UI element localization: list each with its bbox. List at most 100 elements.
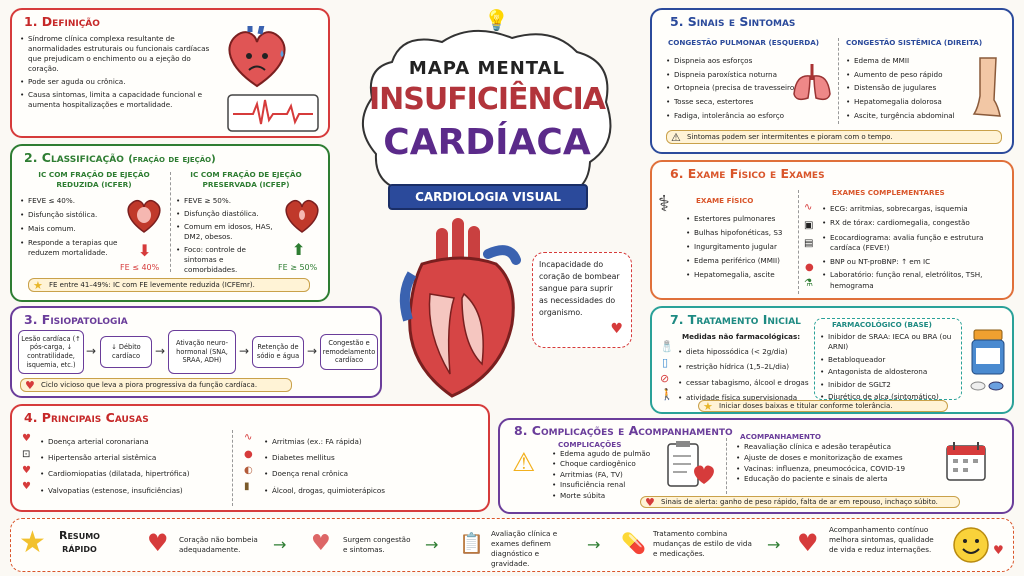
- subsection-head: Farmacológico (base): [832, 320, 932, 329]
- divider: [170, 172, 171, 272]
- water-glass-icon: ▯: [662, 356, 669, 369]
- list-item: Ecocardiograma: avalia função e estrutur…: [822, 233, 1010, 254]
- divider: [838, 38, 839, 124]
- glucose-icon: ●: [244, 449, 253, 460]
- clipboard-icon: 📋: [459, 531, 484, 555]
- list-item: Ortopneia (precisa de travesseiros): [666, 81, 801, 95]
- walking-icon: 🚶: [660, 388, 674, 401]
- list-item: Disfunção sistólica.: [20, 210, 122, 220]
- complications-list: Edema agudo de pulmão Choque cardiogênic…: [552, 449, 650, 502]
- subsection-head: Acompanhamento: [740, 432, 821, 441]
- list-item: Ingurgitamento jugular: [686, 240, 783, 254]
- header-line: reduzida (ICFER): [56, 180, 132, 190]
- ecg-monitor-icon: [227, 94, 319, 132]
- section-subtitle: (fração de ejeção): [128, 154, 216, 165]
- list-item: Aumento de peso rápido: [846, 68, 955, 82]
- arrow-right-icon: →: [767, 535, 781, 554]
- ribbon-text: CARDIOLOGIA VISUAL: [415, 190, 561, 204]
- section-tratamento: 7. Tratamento Inicial Medidas não farmac…: [650, 306, 1014, 414]
- section-classificacao: 2. Classificação (fração de ejeção) IC c…: [10, 144, 330, 302]
- subsection-head: Congestão pulmonar (esquerda): [668, 38, 820, 47]
- resumo-step: Acompanhamento contínuo melhora sintomas…: [829, 525, 934, 554]
- list-item: cessar tabagismo, álcool e drogas: [678, 375, 809, 391]
- note-box: ★FE entre 41–49%: IC com FE levemente re…: [28, 278, 310, 292]
- sad-heart-icon: [228, 26, 286, 88]
- kidney-icon: ◐: [244, 465, 253, 476]
- list-item: Disfunção diastólica.: [176, 209, 278, 219]
- title-line: Resumo: [59, 529, 100, 542]
- list-item: Foco: controle de sintomas e comorbidade…: [176, 245, 278, 275]
- sad-heart-icon: ♥: [147, 529, 169, 557]
- flow-step: ↓ Débito cardíaco: [100, 336, 152, 368]
- icfep-list: FEVE ≥ 50%. Disfunção diastólica. Comum …: [176, 196, 278, 275]
- list-item: Ajuste de doses e monitorização de exame…: [736, 453, 905, 464]
- ecg-icon: ∿: [244, 432, 253, 443]
- icfep-header: IC com fração de ejeçãopreservada (ICFEP…: [176, 170, 316, 190]
- list-item: Mais comum.: [20, 224, 122, 234]
- subsection-head: Congestão sistêmica (direita): [846, 38, 983, 47]
- list-item: Hepatomegalia, ascite: [686, 268, 783, 282]
- list-item: Doença renal crônica: [264, 466, 385, 482]
- blood-drop-icon: ●: [805, 262, 814, 273]
- resumo-step: Coração não bombeia adequadamente.: [179, 535, 258, 554]
- list-item: Responde a terapias que reduzem mortalid…: [20, 238, 122, 258]
- list-item: Edema de MMII: [846, 54, 955, 68]
- list-item: Diabetes mellitus: [264, 450, 385, 466]
- list-item: dieta hipossódica (< 2g/dia): [678, 344, 809, 360]
- heart-icon: ♥: [645, 496, 655, 509]
- list-item: Arritmias (ex.: FA rápida): [264, 434, 385, 450]
- title-line: rápido: [62, 542, 97, 556]
- note-text: Ciclo vicioso que leva a piora progressi…: [41, 381, 258, 389]
- heart-icon: ♥: [22, 433, 31, 444]
- fe-reduced-tag: FE ≤ 40%: [120, 263, 160, 272]
- divider: [726, 438, 727, 494]
- warning-icon: ⚠: [671, 131, 681, 144]
- resumo-step: Tratamento combina mudanças de estilo de…: [653, 529, 752, 558]
- calendar-icon: [946, 442, 986, 481]
- subsection-head: Complicações: [558, 440, 622, 449]
- caption-line: Incapacidade do: [539, 260, 604, 269]
- list-item: Síndrome clínica complexa resultante de …: [20, 34, 220, 74]
- subsection-head: Exame físico: [696, 196, 754, 205]
- list-item: Inibidor de SGLT2: [820, 380, 958, 391]
- causes-right-list: Arritmias (ex.: FA rápida) Diabetes mell…: [264, 434, 385, 499]
- valve-heart-icon: ♥: [22, 481, 31, 492]
- list-item: Valvopatias (estenose, insuficiências): [40, 483, 190, 499]
- heart-icon: ♥: [993, 543, 1004, 557]
- list-item: Doença arterial coronariana: [40, 434, 190, 450]
- section-exame-fisico: 6. Exame Físico e Exames ⚕ Exame físico …: [650, 160, 1014, 300]
- list-item: BNP ou NT-proBNP: ↑ em IC: [822, 257, 1010, 268]
- section-title-text: 2. Classificação: [24, 150, 124, 165]
- note-text: Iniciar doses baixas e titular conforme …: [719, 402, 893, 410]
- title-top: MAPA MENTAL: [408, 58, 566, 79]
- list-item: Inibidor de SRAA: IECA ou BRA (ou ARNI): [820, 332, 958, 353]
- list-item: Comum em idosos, HAS, DM2, obesos.: [176, 222, 278, 242]
- section-title: 1. Definição: [24, 14, 100, 29]
- caption-line: as necessidades do: [539, 296, 616, 306]
- note-text: Sinais de alerta: ganho de peso rápido, …: [661, 498, 938, 506]
- star-icon: ★: [703, 400, 713, 413]
- list-item: atividade física supervisionada: [678, 390, 809, 406]
- section-title: 8. Complicações e Acompanhamento: [514, 423, 733, 438]
- icfer-header: IC com fração de ejeçãoreduzida (ICFER): [24, 170, 164, 190]
- section-title: 4. Principais Causas: [24, 410, 149, 425]
- no-smoking-icon: ⊘: [660, 372, 670, 385]
- list-item: ECG: arritmias, sobrecargas, isquemia: [822, 204, 1010, 215]
- flow-step: Congestão e remodelamento cardíaco: [320, 334, 378, 370]
- list-item: Hipertensão arterial sistêmica: [40, 450, 190, 466]
- list-item: Educação do paciente e sinais de alerta: [736, 474, 905, 485]
- header-line: IC com fração de ejeção: [190, 170, 302, 179]
- pill-bottle-icon: [970, 329, 1005, 391]
- fe-preserved-tag: FE ≥ 50%: [278, 263, 318, 272]
- section-definicao: 1. Definição Síndrome clínica complexa r…: [10, 8, 330, 138]
- section-causas: 4. Principais Causas ♥ ⊡ ♥ ♥ Doença arte…: [10, 404, 490, 512]
- list-item: Choque cardiogênico: [552, 459, 650, 470]
- heart-icon: ♥: [22, 465, 31, 476]
- star-icon: ★: [33, 279, 43, 292]
- list-item: Pode ser aguda ou crônica.: [20, 77, 220, 87]
- heart-dilated-icon: [127, 200, 161, 233]
- list-item: Laboratório: função renal, eletrólitos, …: [822, 270, 1010, 291]
- list-item: restrição hídrica (1,5–2L/dia): [678, 359, 809, 375]
- section-title: 6. Exame Físico e Exames: [670, 166, 825, 181]
